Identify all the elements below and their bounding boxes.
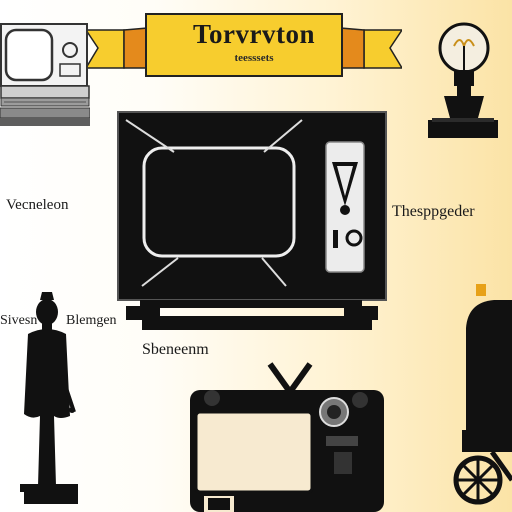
camera-cart-icon (453, 284, 512, 505)
central-television-icon (117, 111, 387, 330)
caption-left-top: Vecneleon (6, 197, 69, 213)
inventor-silhouette-icon (20, 292, 78, 504)
banner-title: Torvrvton (192, 19, 315, 49)
caption-left-lower-b: Blemgen (66, 313, 117, 328)
retro-tv-icon (0, 23, 90, 126)
title-banner (86, 13, 402, 77)
caption-left-lower-a: Sivesn (0, 313, 38, 328)
banner-subtitle: teesssets (234, 52, 274, 64)
projector-tv-icon (190, 362, 384, 512)
light-bulb-icon (428, 22, 498, 138)
caption-center-lower: Sbeneenm (142, 341, 209, 358)
caption-right-middle: Thesppgeder (392, 203, 475, 220)
